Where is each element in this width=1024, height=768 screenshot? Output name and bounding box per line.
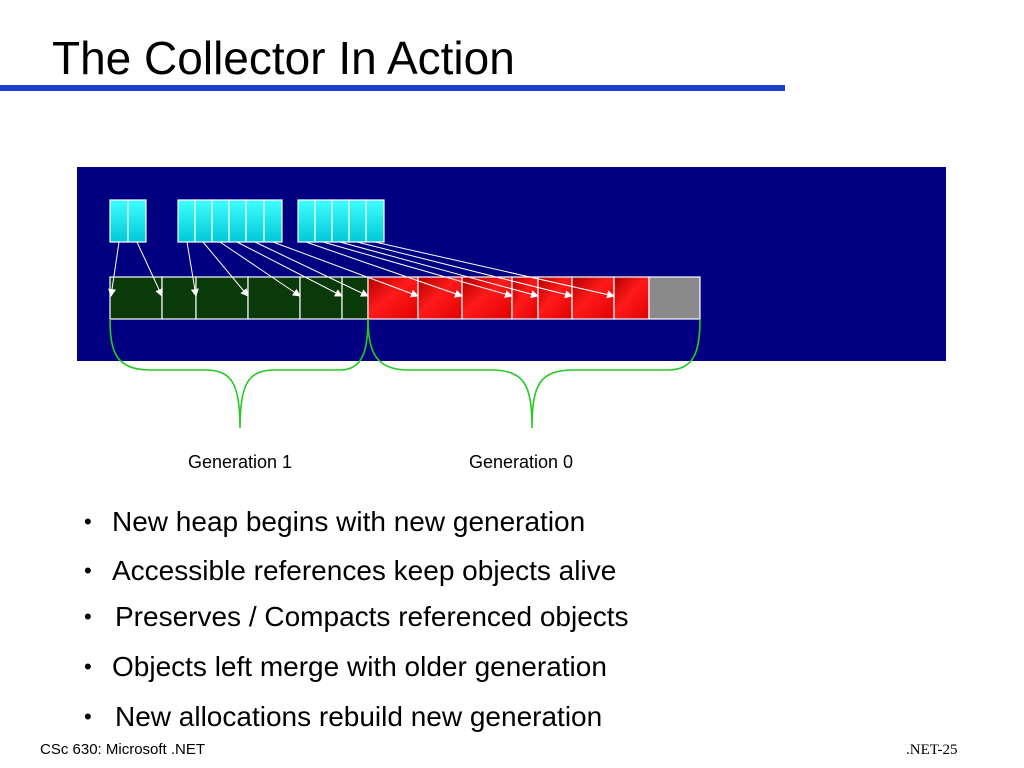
title-rule bbox=[0, 85, 785, 91]
heap-row bbox=[109, 276, 701, 320]
bullet-text: Accessible references keep objects alive bbox=[112, 555, 617, 586]
reference-arrow bbox=[136, 241, 163, 297]
bullet-text: New heap begins with new generation bbox=[112, 506, 586, 537]
gen1-cell bbox=[195, 276, 249, 320]
generation-0-label: Generation 0 bbox=[469, 452, 574, 472]
gen1-cell bbox=[109, 276, 163, 320]
bullet-item: • Objects left merge with older generatio… bbox=[84, 650, 607, 684]
gen1-cell bbox=[161, 276, 197, 320]
gen0-cell bbox=[367, 276, 419, 320]
root-cell bbox=[245, 199, 265, 243]
reference-arrow bbox=[339, 241, 539, 299]
reference-arrow bbox=[305, 241, 463, 298]
gen0-cell bbox=[613, 276, 650, 320]
bullet-text: Objects left merge with older generation bbox=[112, 651, 607, 682]
root-cell bbox=[331, 199, 350, 243]
root-cell bbox=[297, 199, 316, 243]
root-cell bbox=[211, 199, 230, 243]
footer-course: CSc 630: Microsoft .NET bbox=[40, 741, 206, 758]
reference-arrows bbox=[108, 241, 615, 299]
root-cell bbox=[109, 199, 129, 243]
bullet-item: • Preserves / Compacts referenced objects bbox=[84, 600, 629, 634]
gen0-cell bbox=[461, 276, 513, 320]
slide-title: The Collector In Action bbox=[52, 32, 515, 84]
generation-1-label: Generation 1 bbox=[188, 452, 293, 472]
gen1-cell bbox=[247, 276, 301, 320]
gen0-cell bbox=[511, 276, 539, 320]
bullet-dot-icon: • bbox=[84, 604, 92, 629]
root-cell bbox=[177, 199, 196, 243]
bullet-item: • Accessible references keep objects aliv… bbox=[84, 554, 616, 588]
gen1-cell bbox=[341, 276, 369, 320]
root-cell bbox=[365, 199, 385, 243]
bullet-dot-icon: • bbox=[84, 704, 92, 729]
reference-arrow bbox=[236, 241, 343, 297]
reference-arrow bbox=[322, 241, 513, 298]
reference-arrow bbox=[186, 241, 199, 297]
gen0-cell bbox=[571, 276, 615, 320]
root-cell bbox=[314, 199, 333, 243]
root-cell bbox=[127, 199, 147, 243]
reference-arrow bbox=[254, 241, 369, 297]
gen0-cell bbox=[537, 276, 573, 320]
reference-arrow bbox=[108, 241, 120, 297]
free-cell bbox=[648, 276, 701, 320]
bullet-dot-icon: • bbox=[84, 558, 92, 583]
bullet-dot-icon: • bbox=[84, 509, 92, 534]
bullet-text: New allocations rebuild new generation bbox=[115, 701, 603, 732]
footer-slide-number: .NET-25 bbox=[906, 742, 958, 758]
bullet-text: Preserves / Compacts referenced objects bbox=[115, 601, 629, 632]
root-cell bbox=[228, 199, 247, 243]
reference-arrow bbox=[202, 241, 249, 297]
reference-arrow bbox=[272, 241, 419, 298]
root-references bbox=[109, 199, 385, 243]
gen1-cell bbox=[299, 276, 343, 320]
bullet-item: • New allocations rebuild new generation bbox=[84, 700, 602, 734]
reference-arrow bbox=[219, 241, 301, 297]
generation-0-brace bbox=[367, 318, 701, 429]
bullet-item: • New heap begins with new generation bbox=[84, 505, 585, 539]
reference-arrow bbox=[374, 241, 615, 299]
root-cell bbox=[194, 199, 213, 243]
generation-1-brace bbox=[109, 318, 369, 429]
bullet-dot-icon: • bbox=[84, 654, 92, 679]
heap-panel bbox=[77, 167, 946, 361]
root-cell bbox=[348, 199, 367, 243]
root-cell bbox=[263, 199, 283, 243]
reference-arrow bbox=[356, 241, 573, 299]
